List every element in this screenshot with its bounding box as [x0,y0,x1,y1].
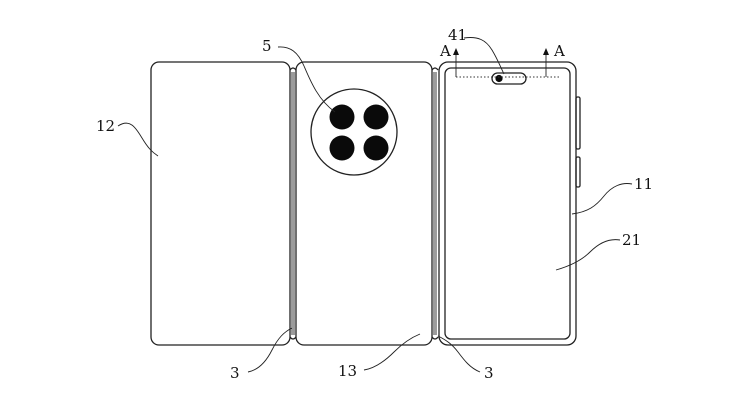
panel-left [150,61,291,346]
camera-lens [329,104,355,130]
label-camera-module: 5 [262,37,272,55]
leader-21 [555,239,621,271]
label-section-left: A [439,42,451,60]
section-arrow-right [543,48,549,77]
camera-module [310,88,398,176]
leader-41 [463,37,505,75]
display [444,67,571,340]
camera-lens [363,104,389,130]
label-panel-middle: 13 [338,362,357,380]
label-notch: 41 [448,26,467,44]
label-hinge-left: 3 [230,364,240,382]
leader-13 [363,333,421,371]
leader-3-right [437,335,481,373]
hinge-left [289,67,297,340]
side-button-upper [575,96,581,150]
label-panel-left: 12 [96,117,115,135]
side-button-lower [575,156,581,188]
hinge-right [431,67,439,340]
leader-11 [571,183,633,215]
label-section-right: A [553,42,565,60]
panel-middle [295,61,433,346]
leader-3-left [247,327,293,373]
leader-12 [117,122,159,157]
camera-lens [363,135,389,161]
section-arrow-left [453,48,459,77]
label-frame: 11 [634,175,653,193]
leader-5 [277,46,336,113]
camera-lens [329,135,355,161]
label-hinge-right: 3 [484,364,494,382]
label-display: 21 [622,231,641,249]
frame-outer [438,61,577,346]
notch [491,72,527,85]
